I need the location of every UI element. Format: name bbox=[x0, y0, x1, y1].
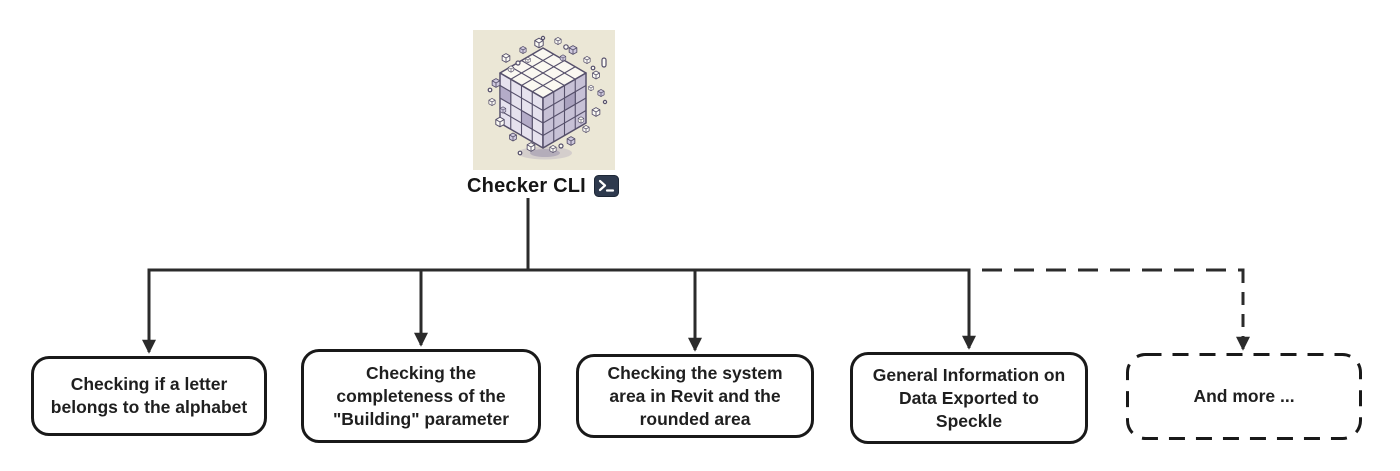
node-system-area-check: Checking the system area in Revit and th… bbox=[576, 354, 814, 438]
node-label: Checking the completeness of the "Buildi… bbox=[332, 362, 510, 429]
node-and-more: And more ... bbox=[1126, 353, 1362, 440]
voxel-cube-illustration bbox=[473, 30, 615, 170]
diagram-title-row: Checker CLI bbox=[433, 173, 653, 199]
node-label: And more ... bbox=[1193, 386, 1295, 406]
node-alphabet-check: Checking if a letter belongs to the alph… bbox=[31, 356, 267, 436]
node-building-parameter-check: Checking the completeness of the "Buildi… bbox=[301, 349, 541, 443]
node-label: Checking if a letter belongs to the alph… bbox=[50, 374, 248, 417]
terminal-icon bbox=[593, 175, 619, 197]
node-speckle-export-info: General Information on Data Exported to … bbox=[850, 352, 1088, 444]
node-label: Checking the system area in Revit and th… bbox=[607, 362, 783, 429]
page-title: Checker CLI bbox=[467, 174, 586, 197]
node-label: General Information on Data Exported to … bbox=[872, 364, 1066, 431]
